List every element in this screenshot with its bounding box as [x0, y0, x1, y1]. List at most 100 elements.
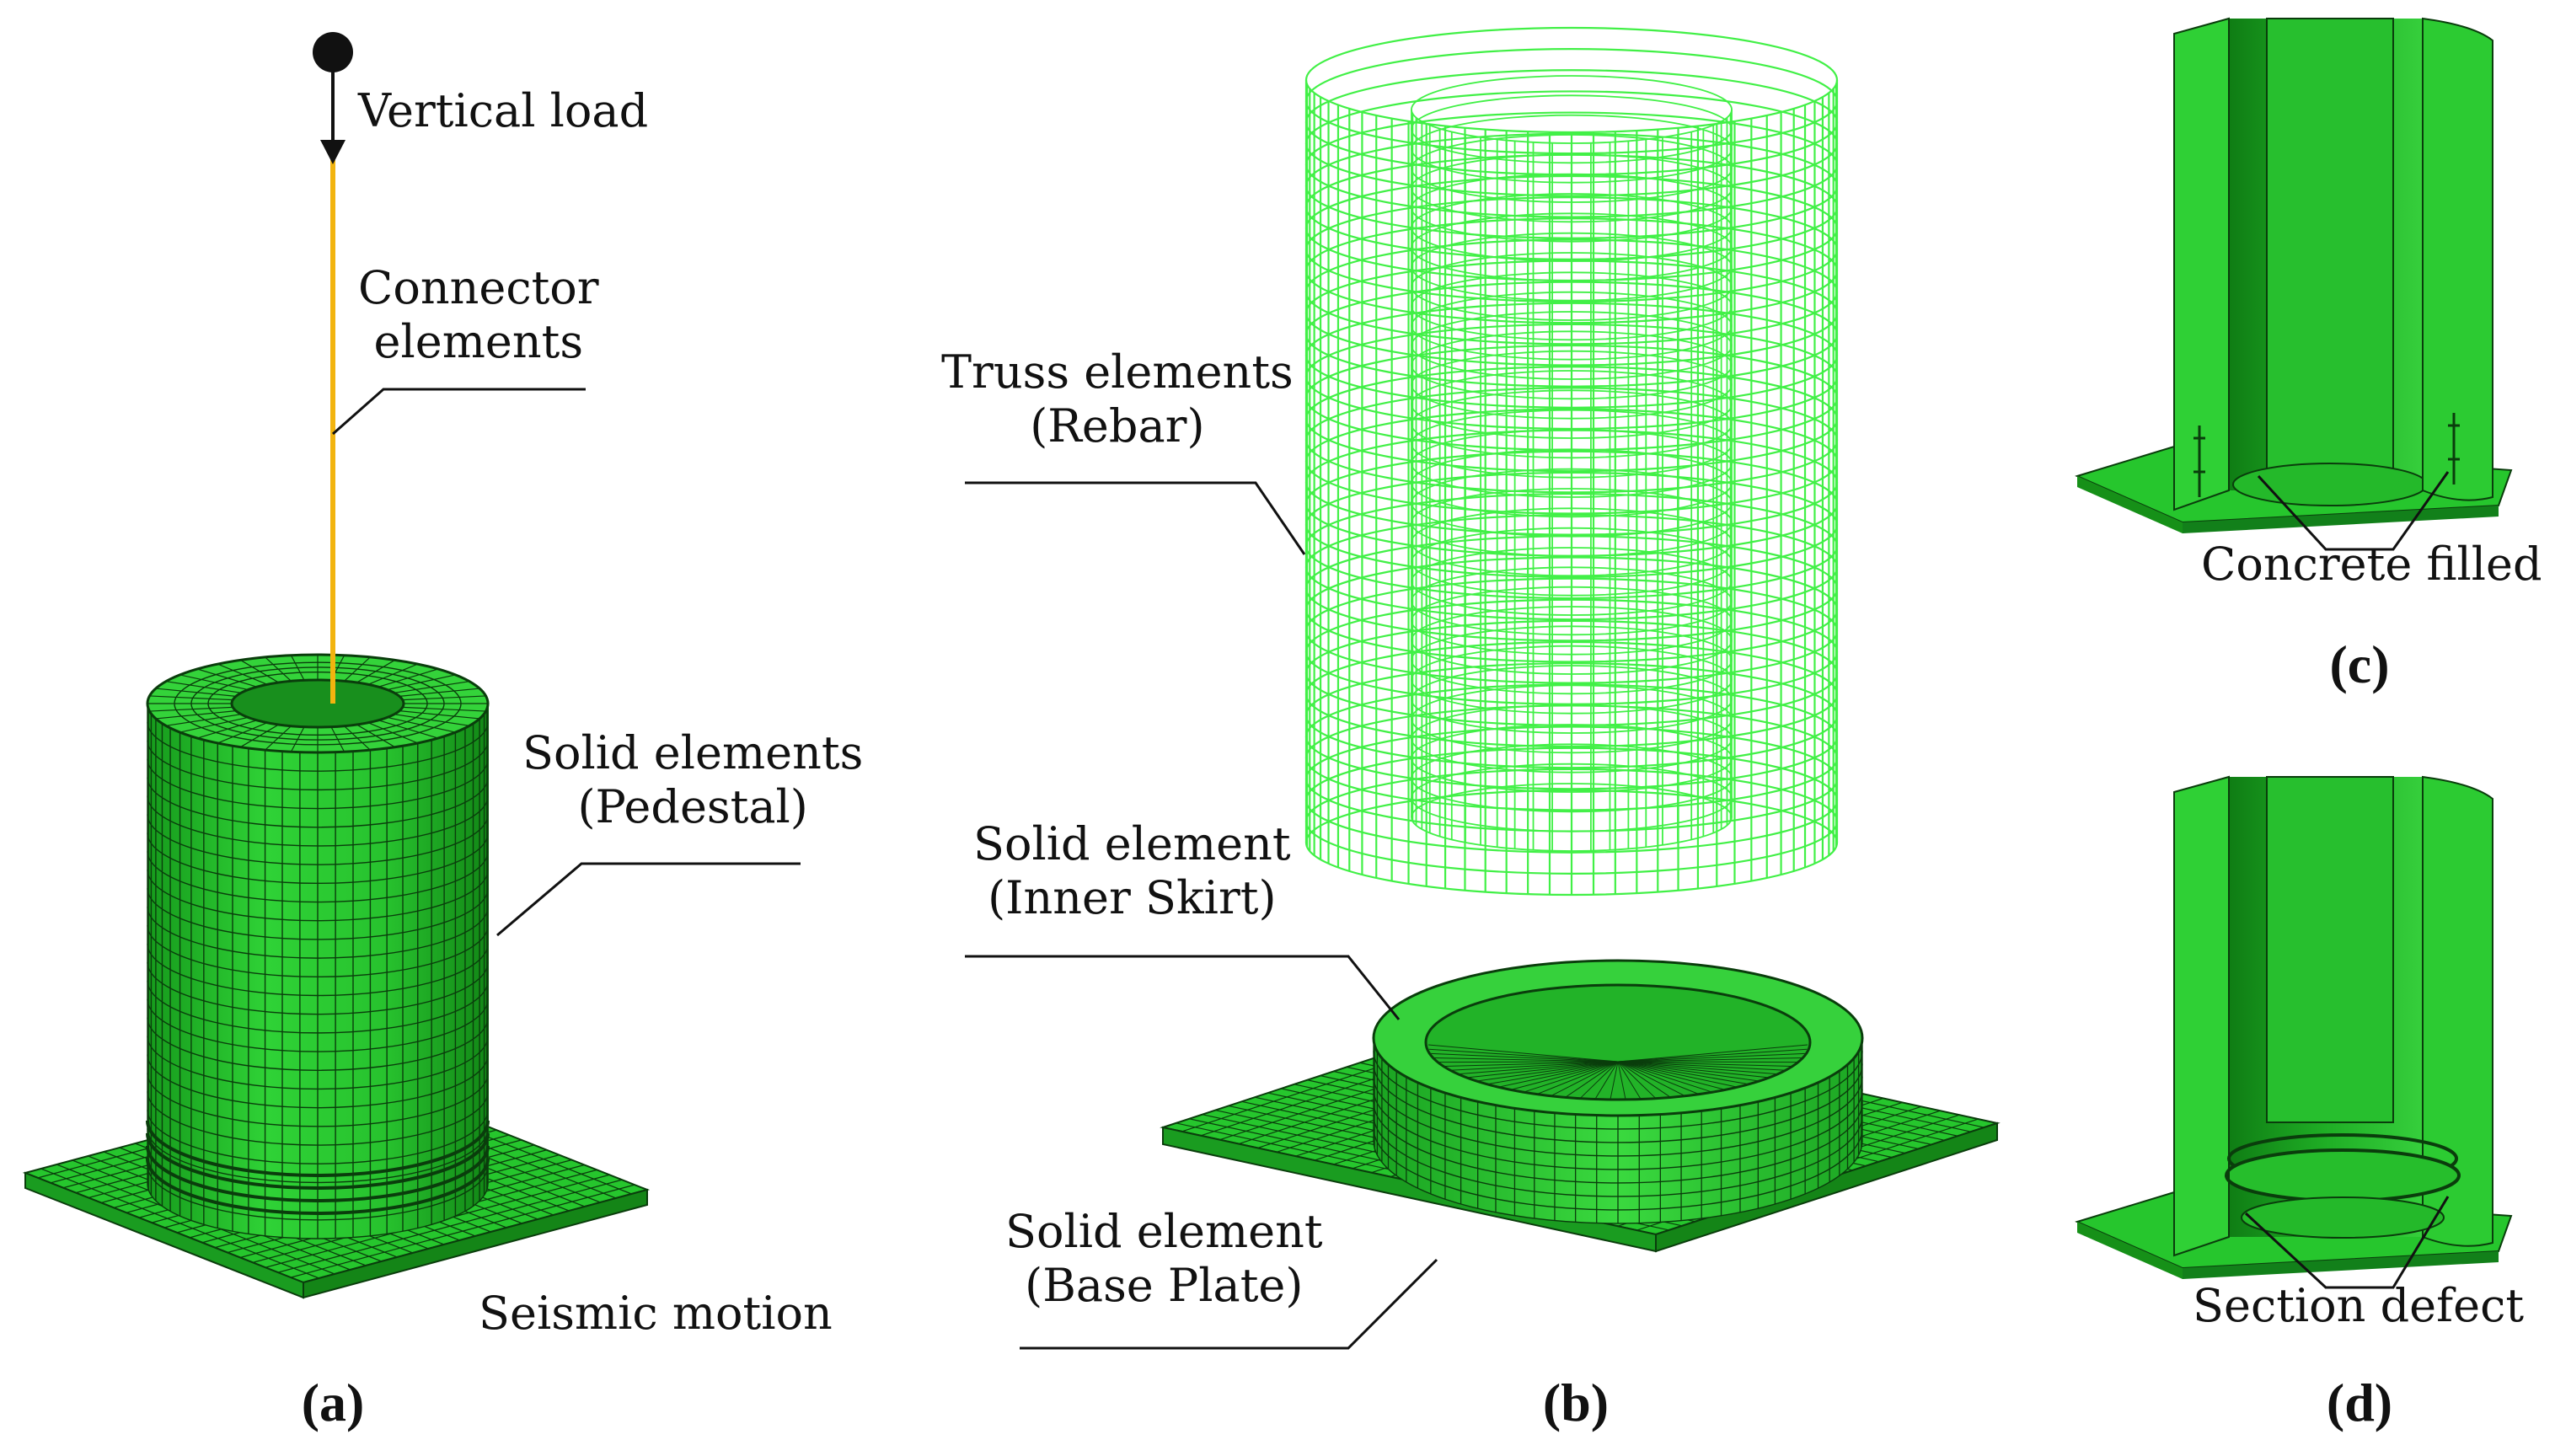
- a-top-radial-line: [179, 674, 249, 691]
- b-floor-radial-line: [1433, 1057, 1619, 1063]
- a-top-radial-line: [179, 716, 249, 733]
- a-top-radial-line: [367, 722, 418, 744]
- a-top-radial-line: [330, 726, 345, 752]
- label-connector-line2: elements: [373, 314, 584, 368]
- a-cylinder-hole: [230, 678, 405, 729]
- a-top-radial-line: [399, 710, 480, 720]
- a-top-radial-line: [155, 710, 237, 720]
- b-floor-radial-line: [1443, 1061, 1619, 1067]
- a-top-radial-line: [290, 726, 305, 752]
- a-cyl-ring-line: [147, 980, 489, 1034]
- a-top-radial-line: [399, 688, 480, 697]
- b-floor-radial-line: [1523, 1061, 1619, 1093]
- a-top-mesh: [147, 655, 488, 752]
- b-skirt-ring-line: [1373, 1102, 1863, 1184]
- a-plate-mesh-line: [277, 1179, 623, 1273]
- label-solid-elements-pedestal: Solid elements (Pedestal): [522, 726, 863, 833]
- a-top-radial-line: [239, 724, 279, 748]
- a-top-radial-line: [344, 725, 371, 751]
- a-top-radial-line: [394, 681, 470, 693]
- b-inner-rebar-hoop: [1411, 507, 1733, 577]
- a-top-radial-line: [402, 706, 486, 712]
- b-inner-rebar-hoop: [1411, 232, 1733, 302]
- b-skirt-mesh: [1373, 1037, 1863, 1224]
- label-base-line2: (Base Plate): [1025, 1258, 1304, 1312]
- b-floor-radial-line: [1617, 1061, 1626, 1100]
- a-cyl-ring-line: [147, 870, 489, 922]
- a-cyl-ring-line: [147, 740, 489, 791]
- a-cyl-ring-line: [147, 1165, 489, 1221]
- a-cyl-ring-line: [147, 777, 489, 828]
- b-inner-rebar-hoop: [1411, 586, 1733, 656]
- b-inner-rebar-hoop: [1411, 606, 1733, 675]
- a-top-radial-line: [402, 695, 486, 701]
- label-base-line1: Solid element: [1005, 1205, 1323, 1258]
- b-inner-rebar-hoop: [1411, 134, 1733, 203]
- caption-b: (b): [1542, 1373, 1610, 1432]
- label-truss-line2: (Rebar): [1030, 399, 1205, 452]
- a-cyl-ring-line: [147, 1054, 489, 1109]
- b-floor-radial-line: [1617, 1061, 1798, 1063]
- a-cyl-band-line: [146, 1120, 490, 1177]
- b-inner-rebar-hoop: [1411, 193, 1733, 262]
- a-cyl-ring-line: [147, 1073, 489, 1127]
- b-skirt-opening: [1424, 983, 1812, 1101]
- b-floor-radial-line: [1428, 1048, 1619, 1063]
- a-cyl-ring-line: [147, 1036, 489, 1090]
- a-top-radial-line: [378, 668, 439, 688]
- c-concrete-core: [2266, 18, 2394, 479]
- b-inner-rebar-hoop: [1411, 429, 1733, 498]
- b-skirt-ring-line: [1373, 1076, 1863, 1157]
- b-inner-rebar-hoop: [1411, 527, 1733, 597]
- label-solid-element-base-plate: Solid element (Base Plate): [1005, 1205, 1323, 1312]
- b-floor-radial-line: [1617, 1052, 1806, 1063]
- a-leader-connector: [332, 388, 586, 436]
- c-leader-concrete: [2257, 471, 2450, 551]
- b-floor-radial-line: [1617, 1061, 1786, 1071]
- a-top-radial-line: [196, 720, 258, 739]
- b-floor-radial-line: [1497, 1061, 1619, 1088]
- b-floor-radial-line: [1486, 1061, 1619, 1085]
- label-connector-elements: Connector elements: [358, 261, 599, 368]
- label-inner-line1: Solid element: [973, 817, 1291, 870]
- panel-b-component-model: [965, 26, 2001, 1350]
- a-cyl-ring-line: [147, 907, 489, 959]
- b-floor-radial-line: [1617, 1061, 1793, 1067]
- a-cyl-ring-line: [147, 1091, 489, 1146]
- b-floor-radial-line: [1617, 1061, 1779, 1075]
- a-cyl-ring-line: [147, 1110, 489, 1164]
- a-cyl-ring-line: [147, 925, 489, 978]
- b-floor-radial-line: [1449, 1061, 1619, 1071]
- b-inner-rebar-hoop: [1411, 547, 1733, 616]
- a-cyl-ring-line: [147, 998, 489, 1052]
- b-inner-rebar-hoop: [1411, 409, 1733, 479]
- a-cyl-ring-line: [147, 1017, 489, 1071]
- b-inner-rebar-hoop: [1411, 645, 1733, 715]
- b-floor-radial-line: [1427, 1044, 1619, 1063]
- b-skirt-ring-line: [1373, 1051, 1863, 1130]
- a-cyl-ring-line: [147, 1183, 489, 1239]
- a-top-radial-line: [356, 659, 396, 683]
- b-inner-rebar-hoop: [1411, 684, 1733, 754]
- d-base-plate-side: [2183, 1251, 2499, 1279]
- d-inner-bottom: [2241, 1196, 2445, 1239]
- a-cyl-ring-line: [147, 888, 489, 940]
- b-floor-radial-line: [1617, 1061, 1738, 1088]
- a-cyl-band-line: [146, 1145, 490, 1202]
- a-top-radial-line: [165, 714, 242, 726]
- a-cyl-ring-line: [147, 832, 489, 885]
- a-top-radial-line: [149, 695, 233, 701]
- label-truss-elements-rebar: Truss elements (Rebar): [941, 345, 1294, 452]
- b-floor-radial-line: [1536, 1061, 1619, 1095]
- b-inner-rebar-hoop: [1411, 173, 1733, 243]
- b-inner-rebar-hoop: [1411, 468, 1733, 538]
- b-floor-radial-line: [1617, 1061, 1770, 1079]
- a-top-radial-line: [265, 725, 292, 751]
- a-top-radial-line: [165, 681, 242, 693]
- a-top-radial-line: [217, 663, 268, 685]
- b-floor-radial-line: [1476, 1061, 1619, 1082]
- b-inner-rebar-hoop: [1411, 625, 1733, 695]
- a-top-radial-line: [378, 720, 439, 739]
- b-floor-radial-line: [1617, 1057, 1802, 1063]
